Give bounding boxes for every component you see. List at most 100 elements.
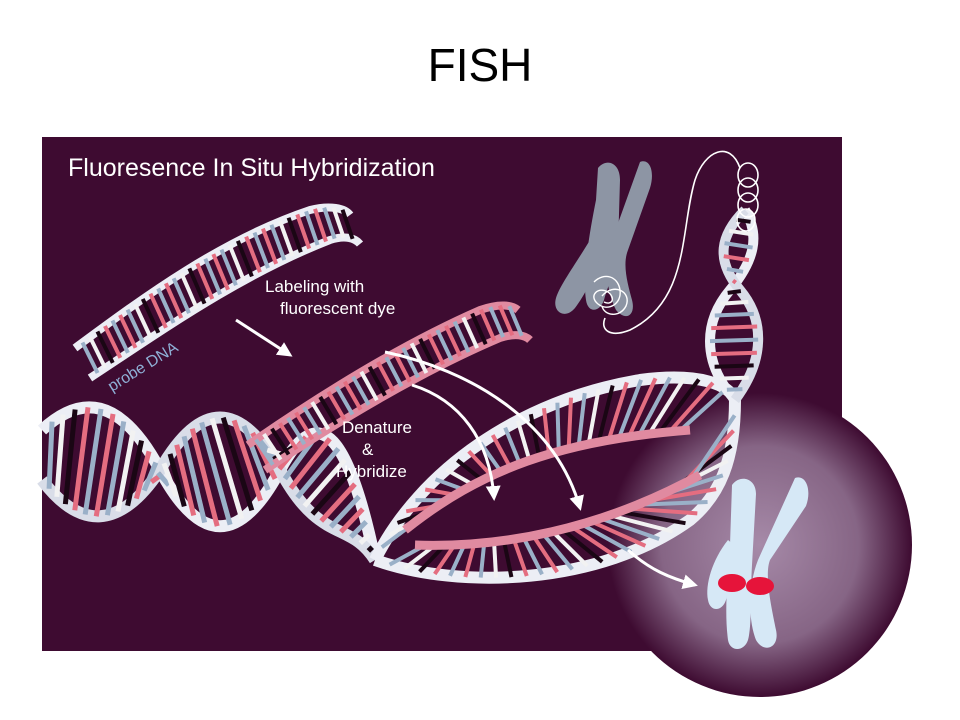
base-pair-rung — [80, 341, 100, 374]
base-pair-rung — [304, 210, 320, 246]
denatured-genomic-dna — [369, 371, 741, 584]
base-pair-rung — [310, 401, 331, 431]
base-pair-rung — [444, 324, 462, 357]
base-pair-rung — [490, 434, 513, 469]
base-pair-rung — [318, 395, 339, 426]
base-pair-rung — [110, 319, 130, 354]
base-pair-rung — [156, 287, 176, 324]
base-pair-rung — [507, 305, 524, 337]
base-pair-rung — [448, 543, 467, 577]
base-pair-rung — [586, 388, 601, 445]
chromatin-knot — [593, 275, 628, 315]
base-pair-rung — [515, 420, 532, 461]
base-pair-rung — [521, 536, 544, 576]
base-pair-rung — [319, 482, 357, 523]
base-pair-rung — [195, 262, 215, 300]
base-pair-rung — [409, 342, 429, 374]
labeling-label-line2: fluorescent dye — [280, 299, 395, 318]
base-pair-rung — [164, 282, 184, 319]
base-pair-rung — [211, 253, 230, 291]
hybridized-chromosome — [707, 477, 809, 649]
base-pair-rung — [711, 324, 758, 331]
base-pair-rung — [461, 316, 479, 349]
hybridize-arrow-outer — [384, 350, 584, 511]
base-pair-rung — [668, 381, 715, 434]
base-pair-rung — [726, 266, 744, 274]
base-pair-rung — [576, 392, 587, 447]
hybridize-arrow-inner — [411, 383, 501, 501]
base-pair-rung — [435, 329, 454, 362]
base-pair-rung — [351, 375, 371, 406]
base-pair-rung — [392, 351, 412, 383]
base-pair-rung — [156, 471, 171, 487]
chromatin-coil — [603, 150, 759, 334]
base-pair-rung — [467, 449, 493, 478]
detection-arrow — [626, 548, 698, 589]
probe-dna-strand — [72, 203, 364, 382]
labeling-arrow — [235, 318, 293, 357]
gray-chromosome — [555, 161, 652, 317]
base-pair-rung — [339, 507, 365, 534]
base-pair-rung — [570, 525, 618, 559]
base-pair-rung — [711, 350, 757, 357]
base-pair-rung — [295, 446, 341, 500]
base-pair-rung — [531, 534, 559, 574]
base-pair-rung — [302, 406, 323, 436]
base-pair-rung — [678, 387, 728, 433]
base-pair-rung — [286, 416, 307, 446]
base-pair-rung — [731, 278, 737, 285]
base-pair-rung — [187, 267, 207, 305]
base-pair-rung — [401, 346, 420, 379]
base-pair-rung — [479, 308, 497, 342]
base-pair-rung — [288, 437, 332, 490]
hybridized-probe-upper — [402, 425, 691, 534]
base-pair-rung — [503, 426, 522, 465]
base-pair-rung — [616, 379, 643, 439]
base-pair-rung — [331, 207, 346, 239]
hybridized-probe-lower — [414, 471, 703, 550]
base-pair-rung — [189, 428, 220, 527]
base-pair-rung — [82, 408, 104, 515]
denature-label-line2: & — [362, 440, 374, 459]
base-pair-rung — [54, 414, 66, 498]
base-pair-rung — [140, 298, 161, 334]
base-pair-rung — [295, 213, 312, 250]
labeled-probe-dna — [245, 301, 533, 474]
base-pair-rung — [647, 376, 687, 436]
base-pair-rung — [88, 336, 107, 369]
base-pair-rung — [270, 427, 291, 456]
base-pair-rung — [148, 292, 168, 329]
base-pair-rung — [580, 522, 633, 554]
base-pair-rung — [179, 272, 199, 310]
base-pair-rung — [728, 228, 754, 237]
base-pair-rung — [501, 540, 514, 578]
genomic-helix-right — [705, 206, 764, 404]
base-pair-rung — [231, 419, 263, 502]
base-pair-rung — [244, 235, 262, 273]
base-pair-rung — [167, 453, 187, 508]
base-pair-rung — [62, 409, 78, 505]
base-pair-rung — [93, 413, 116, 517]
base-pair-rung — [709, 337, 759, 344]
diagram-heading: Fluoresence In Situ Hybridization — [68, 154, 435, 182]
base-pair-rung — [528, 413, 542, 458]
base-pair-rung — [278, 220, 295, 257]
base-pair-rung — [125, 440, 145, 507]
base-pair-rung — [463, 543, 477, 578]
base-pair-rung — [241, 424, 271, 491]
base-pair-rung — [302, 458, 347, 508]
base-pair-rung — [278, 422, 299, 451]
base-pair-rung — [349, 519, 368, 539]
base-pair-rung — [326, 390, 347, 421]
base-pair-rung — [606, 381, 629, 441]
base-pair-rung — [161, 462, 179, 498]
base-pair-rung — [227, 244, 246, 282]
denature-label-line3: Hybridize — [336, 462, 407, 481]
base-pair-rung — [125, 308, 145, 344]
fluorescent-signal-right — [746, 577, 774, 595]
base-pair-rung — [286, 217, 303, 253]
base-pair-rung — [637, 376, 672, 437]
base-pair-rung — [609, 513, 674, 534]
base-pair-rung — [727, 289, 742, 295]
